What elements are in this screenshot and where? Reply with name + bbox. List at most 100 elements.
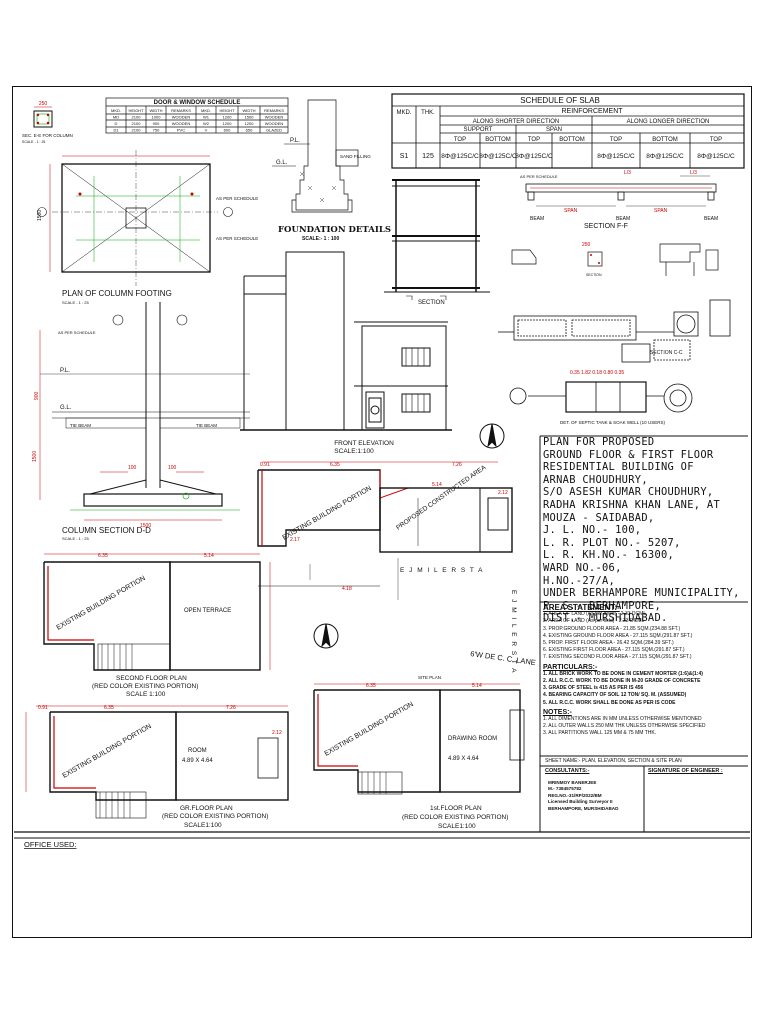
slab-schedule-text: SCHEDULE OF SLAB MKD. THK. REINFORCEMENT… <box>397 96 736 160</box>
gr-floor-title: GR.FLOOR PLAN <box>180 805 233 812</box>
particulars-title: PARTICULARS:- <box>543 663 598 671</box>
gf-room-label: ROOM <box>188 748 207 754</box>
svg-text:6.35: 6.35 <box>104 705 114 711</box>
existing-portion-site: EXISTING BUILDING PORTION <box>282 485 373 542</box>
door-window-text: DOOR & WINDOW SCHEDULE MKD. HEIGHT WIDTH… <box>111 100 284 133</box>
svg-text:BOTTOM: BOTTOM <box>559 137 585 143</box>
area-item: 6. EXISTING FIRST FLOOR AREA - 27.115 SQ… <box>543 647 685 654</box>
svg-text:WOODEN: WOODEN <box>172 121 191 126</box>
office-used-label: OFFICE USED: <box>24 840 77 849</box>
svg-text:W1: W1 <box>203 115 210 120</box>
note-item: 1. ALL DIMENTIONS ARE IN MM UNLESS OTHER… <box>543 716 702 723</box>
existing-portion-1f: EXISTING BUILDING PORTION <box>324 701 415 758</box>
svg-text:SITE PLAN: SITE PLAN <box>418 675 441 680</box>
svg-text:SUPPORT: SUPPORT <box>464 127 493 133</box>
svg-text:2.12: 2.12 <box>498 490 508 496</box>
svg-text:1500: 1500 <box>37 210 43 221</box>
svg-text:900: 900 <box>34 391 40 400</box>
title-line: PLAN FOR PROPOSED <box>543 436 655 448</box>
septic-tank-title: DET. OF SEPTIC TANK & SOAK WELL (10 USER… <box>560 420 665 425</box>
engineer-line: REG.NO.-31/RP/2022/BM <box>548 792 602 798</box>
gf-room-size: 4.89 X 4.64 <box>182 758 213 764</box>
svg-text:SCALE1:100: SCALE1:100 <box>184 822 222 829</box>
area-item: 3. PROP.GROUND FLOOR AREA - 21.85 SQM.(2… <box>543 625 681 632</box>
title-line: UNDER BERHAMPORE MUNICIPALITY, <box>543 587 740 600</box>
svg-text:G.L.: G.L. <box>60 405 72 411</box>
svg-text:100: 100 <box>168 465 177 471</box>
svg-text:5.14: 5.14 <box>472 683 482 689</box>
lintel-chajja-details <box>511 243 719 276</box>
svg-text:WIDTH: WIDTH <box>242 108 255 113</box>
svg-text:0.91: 0.91 <box>38 705 48 711</box>
svg-text:7.26: 7.26 <box>452 462 462 468</box>
svg-text:8Φ@125C/C: 8Φ@125C/C <box>441 153 479 160</box>
svg-text:WOODEN: WOODEN <box>172 115 191 120</box>
as-per-schedule-1: AS PER SCHEDULE <box>216 196 258 201</box>
svg-text:8Φ@125C/C: 8Φ@125C/C <box>479 153 517 160</box>
svg-text:AS PER SCHEDULE: AS PER SCHEDULE <box>58 330 96 335</box>
svg-text:SPAN: SPAN <box>546 127 562 133</box>
foundation-details <box>272 99 359 213</box>
svg-text:BOTTOM: BOTTOM <box>485 137 511 143</box>
foundation-details-title: FOUNDATION DETAILS <box>278 225 391 235</box>
svg-text:MKD.: MKD. <box>201 108 211 113</box>
svg-text:D: D <box>115 121 118 126</box>
area-item: 1. AREA OF LAND (As per deed) - 2.33 DCM… <box>543 611 647 618</box>
engineer-line: M.- 7384575782 <box>548 786 582 792</box>
slab-schedule-table <box>391 93 745 169</box>
title-line: DIST.- MURSHIDABAD. <box>543 612 668 625</box>
particulars-item: 5. ALL R.C.C. WORK SHALL BE DONE AS PER … <box>543 699 676 706</box>
svg-text:PVC: PVC <box>177 128 185 133</box>
svg-text:2100: 2100 <box>132 121 142 126</box>
svg-text:(RED COLOR EXISTING PORTION): (RED COLOR EXISTING PORTION) <box>92 683 198 690</box>
svg-text:250: 250 <box>39 101 48 107</box>
svg-text:D1: D1 <box>113 128 119 133</box>
engineer-line: MRINMOY BANERJEE <box>548 780 597 785</box>
title-line: H.NO.-27/A, <box>543 574 616 587</box>
title-line: RESIDENTIAL BUILDING OF <box>543 461 694 474</box>
building-section <box>384 179 490 300</box>
svg-text:750: 750 <box>153 128 160 133</box>
svg-text:MD: MD <box>113 115 119 120</box>
sheet-name: SHEET NAME:- PLAN, ELEVATION, SECTION & … <box>545 758 682 764</box>
first-floor-plan <box>313 683 525 795</box>
septic-tank-detail <box>498 299 731 413</box>
notes-items: 1. ALL DIMENTIONS ARE IN MM UNLESS OTHER… <box>543 716 747 738</box>
title-line: L. R. KH.NO.- 16300, <box>543 549 675 562</box>
svg-text:1200: 1200 <box>223 115 233 120</box>
svg-text:SCALE - 1 : 25: SCALE - 1 : 25 <box>62 536 89 541</box>
svg-text:SCALE 1:100: SCALE 1:100 <box>126 691 166 698</box>
door-window-title: DOOR & WINDOW SCHEDULE <box>154 100 241 106</box>
drawing-sheet-border <box>12 86 752 938</box>
svg-text:W2: W2 <box>203 121 210 126</box>
svg-text:V: V <box>205 128 208 133</box>
section-cc-title: SECTION C-C <box>650 350 683 356</box>
area-items: 1. AREA OF LAND (As per deed) - 2.33 DCM… <box>543 611 747 661</box>
svg-text:MKD.: MKD. <box>111 108 121 113</box>
title-block-border <box>14 435 750 839</box>
consultants-label: CONSULTANTS:- <box>545 768 590 774</box>
svg-text:SEC. E-E FOR COLUMN: SEC. E-E FOR COLUMN <box>22 133 73 138</box>
note-item: 2. ALL OUTER WALLS 250 MM THK UNLESS OTH… <box>543 723 706 730</box>
svg-text:1200: 1200 <box>245 121 255 126</box>
title-line: GROUND FLOOR & FIRST FLOOR <box>543 448 714 461</box>
proposed-area-label: PROPOSED CONSTRUCTED AREA <box>395 464 488 532</box>
title-line: RADHA KRISHNA KHAN LANE, AT <box>543 498 721 511</box>
svg-text:6.35: 6.35 <box>98 553 108 559</box>
area-item: 7. EXISTING SECOND FLOOR AREA - 27.115 S… <box>543 654 692 661</box>
svg-text:TOP: TOP <box>454 137 466 143</box>
svg-text:REMARKS: REMARKS <box>171 108 191 113</box>
section-title: SECTION <box>418 300 445 306</box>
svg-text:TOP: TOP <box>610 137 622 143</box>
svg-text:1500: 1500 <box>245 115 255 120</box>
second-floor-plan <box>43 553 271 671</box>
road-label-2: E J M I L E R S T A <box>510 590 517 674</box>
svg-text:1500: 1500 <box>32 451 38 462</box>
site-plan <box>257 461 513 600</box>
svg-text:ALONG SHORTER DIRECTION: ALONG SHORTER DIRECTION <box>473 119 560 125</box>
svg-text:BOTTOM: BOTTOM <box>652 137 678 143</box>
svg-text:S1: S1 <box>400 153 409 160</box>
svg-text:TIE BEAM: TIE BEAM <box>196 423 217 428</box>
